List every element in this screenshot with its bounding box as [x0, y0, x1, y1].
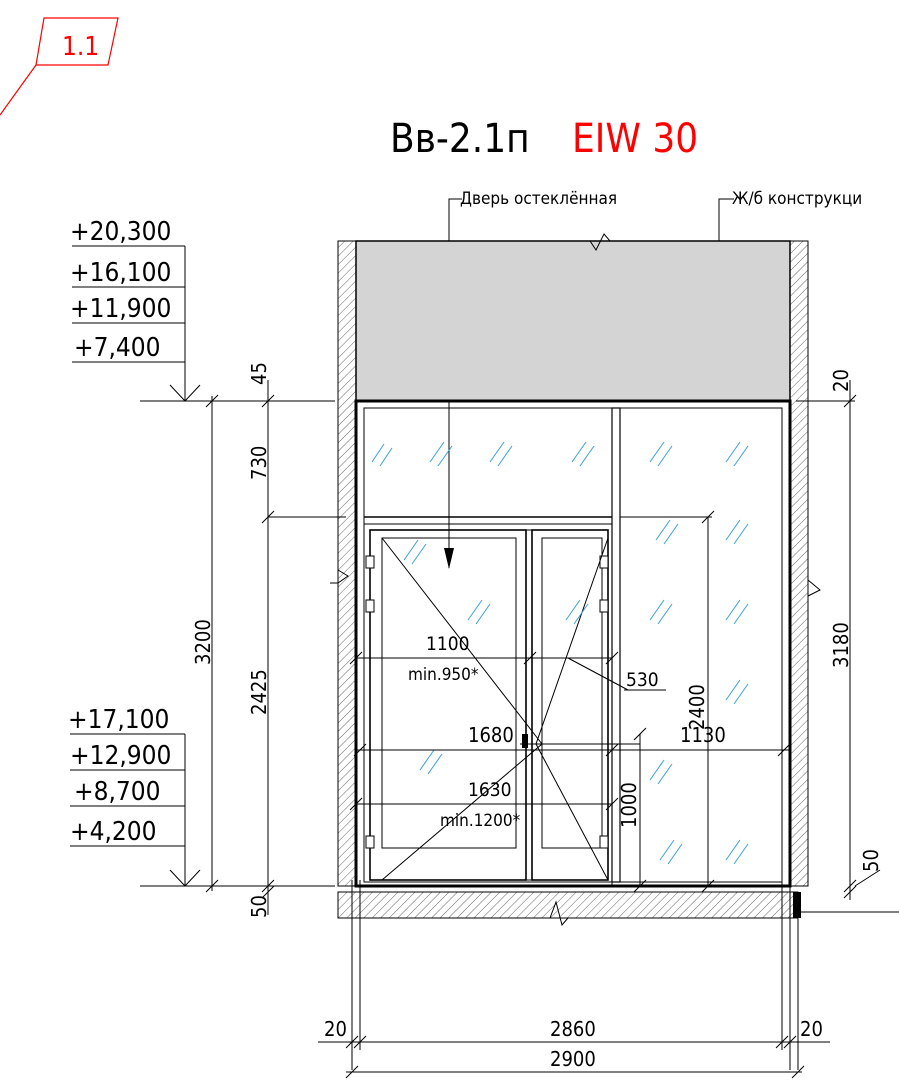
right-wall	[789, 240, 809, 887]
dim-50-left: 50	[247, 895, 271, 918]
level-bottom-2: +8,700	[74, 777, 161, 807]
dims-bottom: 1680 1130 20 2860 20 2900	[318, 723, 830, 1079]
dim-730: 730	[247, 446, 271, 480]
callout-concrete-text: Ж/б конструкци	[732, 189, 862, 209]
dim-2900: 2900	[550, 1047, 596, 1071]
dim-min1200: min.1200*	[440, 811, 521, 831]
dim-20-left-bottom: 20	[324, 1017, 347, 1041]
dim-min950: min.950*	[408, 665, 479, 685]
left-wall	[337, 240, 357, 887]
dim-2860: 2860	[550, 1017, 596, 1041]
dim-20-right-bottom: 20	[800, 1017, 823, 1041]
level-bottom-1: +12,900	[70, 741, 171, 771]
floor-slab	[337, 891, 799, 919]
dims-right: 20 3180 50	[796, 369, 883, 900]
sheet-marker-text: 1.1	[62, 32, 99, 62]
outer-frame	[354, 399, 792, 888]
callout-door: Дверь остеклённая	[444, 189, 617, 569]
dims-inner: 1100 min.950* 530 2400 1630 min.1200* 10…	[349, 510, 715, 893]
dim-1630: 1630	[468, 779, 512, 801]
dim-20-right-top: 20	[829, 369, 853, 392]
dim-530: 530	[626, 669, 659, 691]
door-handle	[522, 734, 528, 748]
callout-door-text: Дверь остеклённая	[460, 189, 617, 209]
level-top-1: +16,100	[70, 258, 171, 288]
dim-2400: 2400	[685, 684, 709, 730]
level-bottom-0: +17,100	[68, 705, 169, 735]
levels-top: +20,300 +16,100 +11,900 +7,400	[70, 217, 335, 402]
dim-50-right: 50	[859, 849, 883, 872]
title-code: Вв-2.1п	[390, 116, 530, 162]
levels-bottom: +17,100 +12,900 +8,700 +4,200	[68, 705, 335, 887]
dim-1130: 1130	[680, 723, 726, 747]
level-bottom-3: +4,200	[70, 817, 157, 847]
dim-1000: 1000	[617, 782, 641, 828]
dim-45: 45	[247, 362, 271, 385]
dim-3180: 3180	[829, 622, 853, 668]
title-rating: EIW 30	[572, 116, 698, 162]
glass-marks	[371, 441, 749, 865]
concrete-lintel	[355, 240, 791, 402]
dim-1100: 1100	[426, 633, 470, 655]
dim-3200: 3200	[191, 619, 215, 665]
level-top-0: +20,300	[70, 217, 171, 247]
sheet-marker: 1.1	[0, 17, 119, 116]
dim-1680: 1680	[468, 723, 514, 747]
door-leaf-right	[531, 529, 609, 881]
dim-2425: 2425	[247, 669, 271, 715]
level-top-3: +7,400	[74, 333, 161, 363]
level-top-2: +11,900	[70, 294, 171, 324]
hinges	[365, 555, 609, 849]
dims-left: 45 730 3200 2425 50	[191, 362, 346, 918]
